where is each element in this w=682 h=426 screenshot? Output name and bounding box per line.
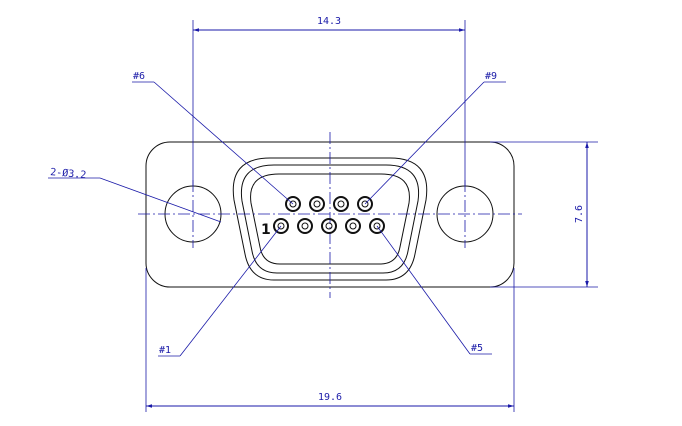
pin-9	[357, 196, 373, 212]
pin-4	[345, 218, 361, 234]
pin1-mark: 1	[261, 222, 271, 238]
label-pin9: #9	[485, 71, 497, 82]
label-pin6: #6	[133, 71, 145, 82]
hole-callout-leader	[99, 177, 222, 223]
pin-3	[321, 218, 337, 234]
right-dim-text: 7.6	[574, 205, 585, 223]
pin-row-bottom	[273, 218, 385, 234]
bottom-dim-text: 19.6	[318, 392, 342, 403]
label-6-leader	[153, 81, 294, 205]
label-pin5: #5	[471, 343, 483, 354]
hole-callout-text: 2-Ø3.2	[50, 166, 87, 181]
d-shell-outer	[232, 157, 428, 281]
pin-6	[285, 196, 301, 212]
pin-1	[273, 218, 289, 234]
pin-row-top	[285, 196, 373, 212]
label-1-leader	[179, 225, 282, 357]
pin-7	[309, 196, 325, 212]
pin-8	[333, 196, 349, 212]
d-shell-middle	[240, 164, 420, 274]
label-pin1: #1	[159, 345, 171, 356]
d-shell-inner	[250, 173, 410, 265]
label-9-leader	[364, 81, 485, 205]
label-5-leader	[376, 225, 471, 355]
top-dim-text: 14.3	[317, 16, 341, 27]
pin-5	[369, 218, 385, 234]
pin-2	[297, 218, 313, 234]
